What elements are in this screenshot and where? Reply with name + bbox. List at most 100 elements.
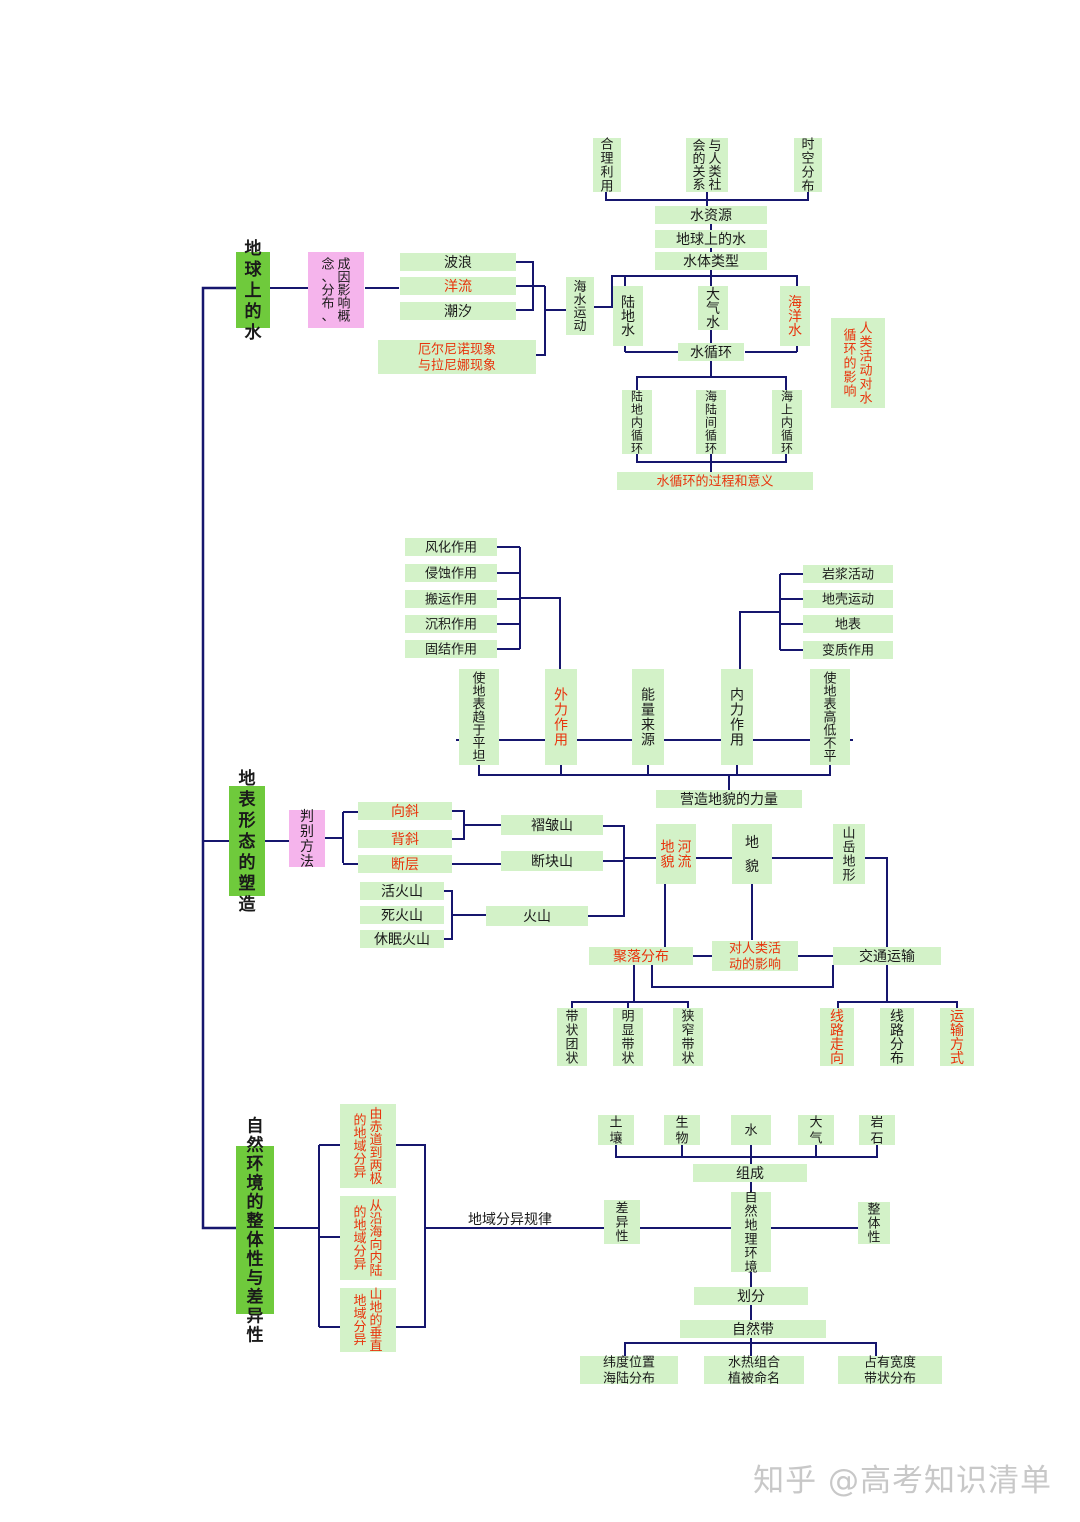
box-dead-volcano: 死火山 <box>360 906 444 924</box>
box-transport: 搬运作用 <box>405 590 497 608</box>
box-cycle-process-label: 水循环的过程和意义 <box>656 474 773 490</box>
box-water-types-label: 水体类型 <box>683 254 739 270</box>
box-water-element: 水 <box>731 1115 771 1145</box>
box-internal-force: 内力作用 <box>721 669 753 765</box>
line-traffic-types <box>837 1001 958 1010</box>
box-traffic: 交通运输 <box>833 947 941 965</box>
box-atmos-water-label: 大气水 <box>706 287 720 331</box>
box-settlement-1-label: 带状团状 <box>565 1010 578 1067</box>
box-difference-label: 差异性 <box>615 1202 628 1245</box>
box-natural-zone: 自然带 <box>680 1320 826 1338</box>
line-components <box>615 1145 878 1158</box>
box-atmosphere: 大气 <box>798 1115 834 1147</box>
box-erosion-label: 侵蚀作用 <box>425 566 477 582</box>
box-judge-label: 判别方法 <box>300 809 314 870</box>
box-water-types: 水体类型 <box>655 252 767 270</box>
box-uneven: 使地表高低不平 <box>810 669 850 765</box>
line-mountain-traffic <box>865 857 888 947</box>
box-divide-label: 划分 <box>737 1289 765 1305</box>
box-fold-mountain: 褶皱山 <box>501 815 603 835</box>
box-settlement: 聚落分布 <box>589 947 693 965</box>
box-energy-source-label: 能量来源 <box>641 688 655 749</box>
box-human-activity-label: 对人类活 <box>729 942 781 957</box>
box-mountain-terrain-label: 山岳地形 <box>842 827 855 884</box>
box-biology-label: 物 <box>675 1132 688 1147</box>
box-uneven-label: 使地表高低不平 <box>823 671 836 765</box>
box-crust: 地壳运动 <box>803 590 893 608</box>
box-tides: 潮汐 <box>400 302 516 320</box>
box-ocean-water: 海洋水 <box>780 286 810 346</box>
line-motion-ocean <box>594 275 625 308</box>
box-soil: 土壤 <box>598 1115 634 1147</box>
title-water-label: 地球上的水 <box>245 238 263 343</box>
box-zone-2-label: 水热组合 <box>728 1356 780 1371</box>
box-elnino-label: 与拉尼娜现象 <box>418 359 496 374</box>
box-spacetime-label: 时空分布 <box>801 138 814 195</box>
box-rock-label: 岩 <box>870 1116 883 1131</box>
box-sea-land-cycle: 海陆间循环 <box>696 388 726 455</box>
box-judge: 判别方法 <box>289 809 325 870</box>
box-settlement-1: 带状团状 <box>557 1008 587 1067</box>
box-elnino-label: 厄尔尼诺现象 <box>418 343 496 358</box>
title-environment-label: 自然环境的整体性与差异性 <box>247 1116 265 1346</box>
box-river-landform-label: 河流 <box>678 840 692 871</box>
box-energy-source: 能量来源 <box>632 669 664 765</box>
box-currents-label: 洋流 <box>444 279 472 295</box>
box-metamorph-label: 变质作用 <box>822 643 874 659</box>
title-landform-label: 地表形态的塑造 <box>239 768 257 915</box>
box-active-volcano-label: 活火山 <box>381 884 423 900</box>
box-fold-mountain-label: 褶皱山 <box>531 818 573 834</box>
line-forces-base <box>478 765 831 776</box>
box-land-water: 陆地水 <box>613 286 643 346</box>
box-divide: 划分 <box>694 1287 808 1305</box>
box-water-resource: 水资源 <box>655 206 767 224</box>
box-compose-label: 组成 <box>736 1166 764 1182</box>
box-atmosphere-label: 大 <box>809 1116 822 1131</box>
box-ocean-water-label: 海洋水 <box>788 295 802 339</box>
box-traffic-2-label: 线路分布 <box>890 1009 904 1067</box>
box-anticline: 背斜 <box>358 830 452 848</box>
box-forces-label: 营造地貌的力量 <box>680 792 778 808</box>
box-consolidation-label: 固结作用 <box>425 643 477 658</box>
box-natural-zone-label: 自然带 <box>732 1321 774 1338</box>
box-human-impact-label: 人类活动对水 <box>859 322 872 407</box>
box-tides-label: 潮汐 <box>444 304 472 320</box>
box-differentiation-3-label: 地域分异 <box>353 1294 366 1348</box>
box-sea-cycle: 海上内循环 <box>772 388 802 455</box>
box-compose: 组成 <box>693 1164 807 1182</box>
box-magma: 岩浆活动 <box>803 565 893 583</box>
box-settlement-3: 狭窄带状 <box>673 1008 703 1067</box>
box-syncline: 向斜 <box>358 802 452 820</box>
main-spine <box>201 286 236 1230</box>
box-settlement-2-label: 明显带状 <box>621 1010 634 1067</box>
box-atmosphere-label: 气 <box>809 1131 822 1147</box>
box-atmos-water: 大气水 <box>698 286 728 331</box>
bracket-env-right <box>396 1144 426 1328</box>
box-water-element-label: 水 <box>744 1124 757 1139</box>
box-mountain-terrain: 山岳地形 <box>833 824 865 884</box>
box-land-water-label: 陆地水 <box>621 295 635 339</box>
box-currents: 洋流 <box>400 277 516 295</box>
box-external-force-label: 外力作用 <box>554 688 568 749</box>
title-landform: 地表形态的塑造 <box>229 768 265 915</box>
box-waves-label: 波浪 <box>444 255 472 271</box>
box-settlement-3-label: 狭窄带状 <box>681 1010 694 1067</box>
title-water: 地球上的水 <box>236 238 270 343</box>
title-environment: 自然环境的整体性与差异性 <box>236 1116 274 1346</box>
box-dead-volcano-label: 死火山 <box>381 908 423 924</box>
box-surface-label: 地表 <box>835 618 861 633</box>
box-consolidation: 固结作用 <box>405 640 497 658</box>
box-spacetime: 时空分布 <box>794 138 822 195</box>
box-sea-motion: 海水运动 <box>566 277 594 335</box>
box-flatten: 使地表趋于平坦 <box>459 669 499 765</box>
box-volcano: 火山 <box>486 906 588 926</box>
box-volcano-label: 火山 <box>523 909 551 925</box>
box-water-on-earth-label: 地球上的水 <box>676 232 746 248</box>
bracket-elnino <box>536 286 546 356</box>
